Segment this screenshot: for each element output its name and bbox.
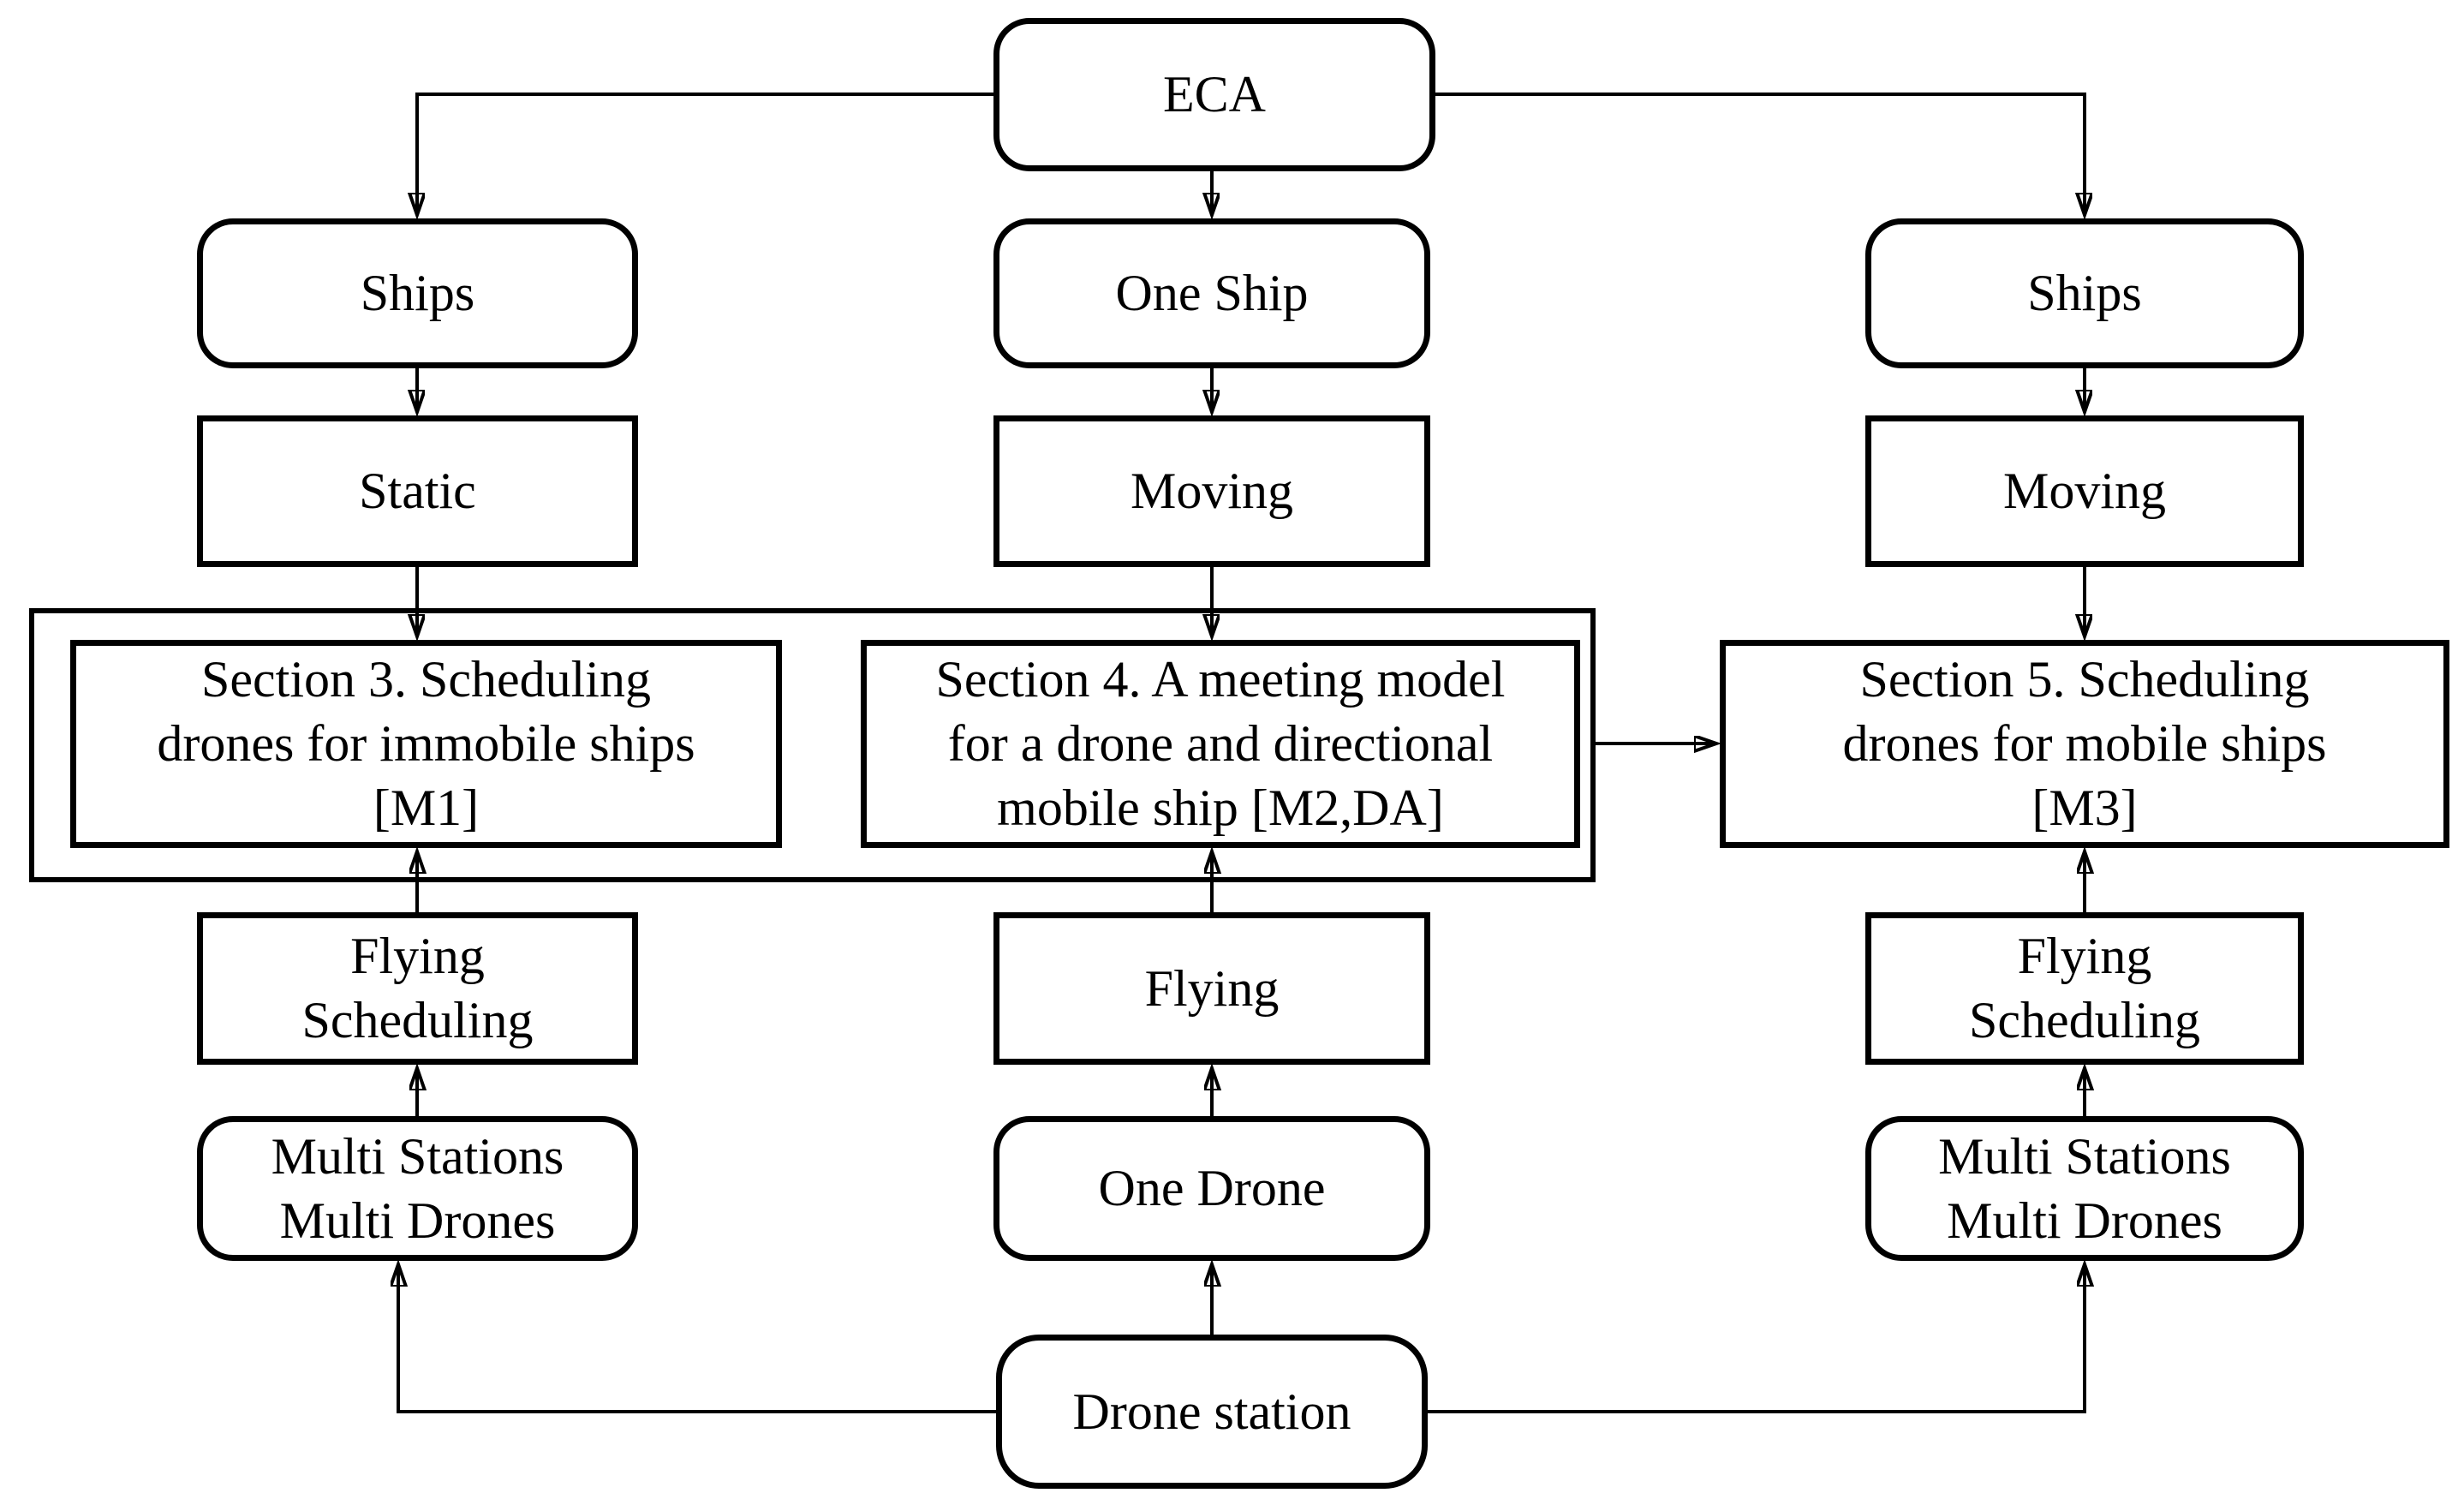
node-one-drone: One Drone (993, 1116, 1430, 1261)
node-flying: Flying (993, 912, 1430, 1065)
edge-station-multi-right (1428, 1266, 2085, 1413)
sections-group-frame (29, 608, 1596, 882)
node-drone-station: Drone station (996, 1335, 1428, 1489)
edge-station-multi-left (398, 1266, 996, 1413)
node-static: Static (197, 415, 638, 567)
node-multi-stations-left: Multi Stations Multi Drones (197, 1116, 638, 1261)
node-section4: Section 4. A meeting model for a drone a… (861, 640, 1580, 848)
node-eca: ECA (993, 18, 1435, 171)
node-flying-scheduling-left: Flying Scheduling (197, 912, 638, 1065)
edge-eca-ships-left (417, 93, 993, 213)
node-moving-mid: Moving (993, 415, 1430, 567)
node-multi-stations-right: Multi Stations Multi Drones (1865, 1116, 2304, 1261)
node-one-ship: One Ship (993, 218, 1430, 368)
node-flying-scheduling-right: Flying Scheduling (1865, 912, 2304, 1065)
edge-eca-ships-right (1435, 93, 2085, 213)
node-moving-right: Moving (1865, 415, 2304, 567)
node-section3: Section 3. Scheduling drones for immobil… (70, 640, 782, 848)
node-section5: Section 5. Scheduling drones for mobile … (1720, 640, 2449, 848)
node-ships-right: Ships (1865, 218, 2304, 368)
node-ships-left: Ships (197, 218, 638, 368)
